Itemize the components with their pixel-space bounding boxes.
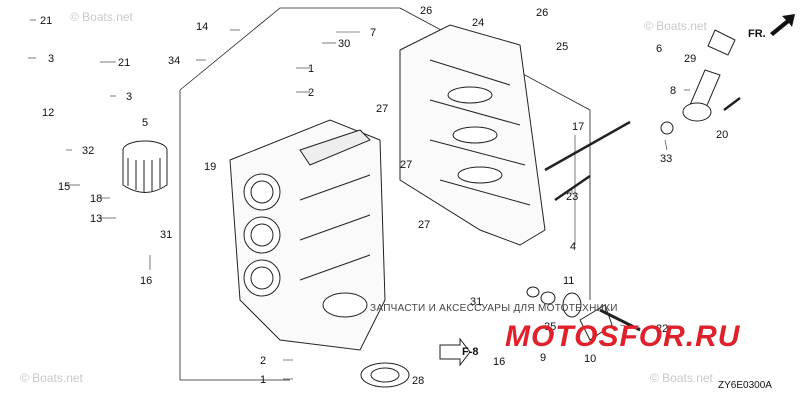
callouts: 1 1 2 2 3 3 4 5 6 7 8 9 10 11 12 13 14 1… xyxy=(40,5,728,387)
callout-16-left: 16 xyxy=(140,275,152,287)
watermark-logo: MOTOSFOR.RU xyxy=(505,320,741,353)
callout-32: 32 xyxy=(82,145,94,157)
crankcase-half xyxy=(399,24,546,246)
callout-3-upper: 3 xyxy=(48,53,54,65)
callout-31-right: 31 xyxy=(470,296,482,308)
callout-34: 34 xyxy=(168,55,180,67)
callout-14: 14 xyxy=(196,21,208,33)
cylinder-block xyxy=(229,119,386,351)
watermark-bottom-left: © Boats.net xyxy=(20,371,84,385)
callout-17: 17 xyxy=(572,121,584,133)
callout-30: 30 xyxy=(338,38,350,50)
callout-16-right: 16 xyxy=(493,356,505,368)
watermark-top-right: © Boats.net xyxy=(644,19,708,33)
callout-12: 12 xyxy=(42,107,54,119)
callout-10: 10 xyxy=(584,353,596,365)
callout-18: 18 xyxy=(90,193,102,205)
lower-right-parts xyxy=(526,286,641,341)
filler-neck-parts xyxy=(660,29,736,135)
callout-31-left: 31 xyxy=(160,229,172,241)
watermark-banner: ЗАПЧАСТИ И АКСЕССУАРЫ ДЛЯ МОТОТЕХНИКИ xyxy=(370,303,618,314)
callout-20: 20 xyxy=(716,129,728,141)
oil-filter xyxy=(122,140,168,193)
callout-7: 7 xyxy=(370,27,376,39)
callout-24: 24 xyxy=(472,17,484,29)
callout-5: 5 xyxy=(142,117,148,129)
callout-19: 19 xyxy=(204,161,216,173)
oil-seal xyxy=(360,362,410,388)
callout-8: 8 xyxy=(670,85,676,97)
callout-15: 15 xyxy=(58,181,70,193)
callout-29: 29 xyxy=(684,53,696,65)
long-bolts xyxy=(544,97,741,202)
callout-21-upper: 21 xyxy=(40,15,52,27)
leader-lines xyxy=(28,19,690,380)
callout-26-right: 26 xyxy=(536,7,548,19)
front-direction-arrow-icon xyxy=(770,14,795,36)
callout-21-lower: 21 xyxy=(118,57,130,69)
callout-3-lower: 3 xyxy=(126,91,132,103)
callout-2-lower: 2 xyxy=(260,355,266,367)
watermarks: © Boats.net © Boats.net © Boats.net © Bo… xyxy=(20,10,714,385)
callout-1-lower: 1 xyxy=(260,374,266,386)
section-arrow-icon xyxy=(439,337,471,367)
callout-26-left: 26 xyxy=(420,5,432,17)
callout-1-upper: 1 xyxy=(308,63,314,75)
callout-27-lower: 27 xyxy=(418,219,430,231)
callout-35: 35 xyxy=(544,321,556,333)
front-direction-label: FR. xyxy=(748,28,766,40)
watermark-bottom-right: © Boats.net xyxy=(650,371,714,385)
callout-27-upper: 27 xyxy=(376,103,388,115)
callout-9: 9 xyxy=(540,352,546,364)
callout-4: 4 xyxy=(570,241,576,253)
callout-6: 6 xyxy=(656,43,662,55)
callout-27-middle: 27 xyxy=(400,159,412,171)
callout-25: 25 xyxy=(556,41,568,53)
callout-2-upper: 2 xyxy=(308,87,314,99)
callout-22: 22 xyxy=(656,323,668,335)
callout-23: 23 xyxy=(566,191,578,203)
section-reference-label: F-8 xyxy=(462,346,479,358)
callout-11: 11 xyxy=(563,275,574,287)
drawing-code: ZY6E0300A xyxy=(718,380,772,391)
callout-33: 33 xyxy=(660,153,672,165)
callout-13: 13 xyxy=(90,213,102,225)
watermark-top-left: © Boats.net xyxy=(70,10,134,24)
callout-28: 28 xyxy=(412,375,424,387)
